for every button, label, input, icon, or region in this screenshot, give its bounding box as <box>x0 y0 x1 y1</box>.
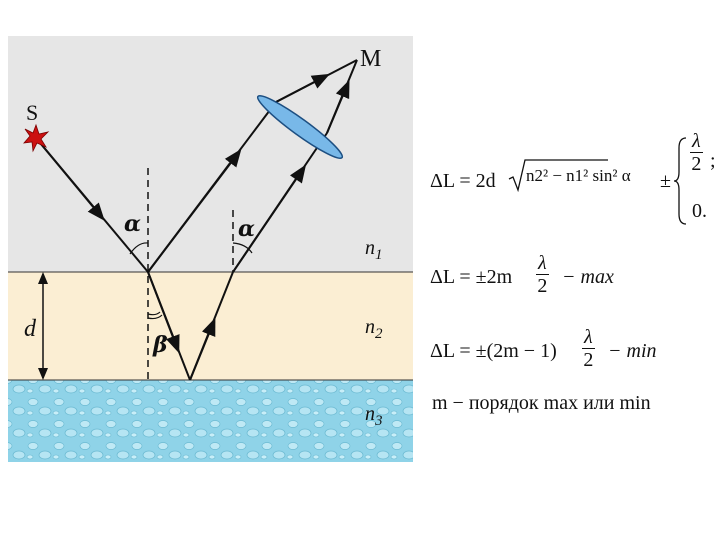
formula-min-den: 2 <box>583 349 594 371</box>
alpha-label-1: α <box>124 211 141 237</box>
formula-general-lhs: ΔL = 2d <box>430 170 496 192</box>
thickness-arrow-bottom <box>38 368 48 380</box>
case1-tail: ; <box>710 150 716 172</box>
sqrt-icon <box>508 158 608 198</box>
source-star-icon <box>23 123 50 153</box>
formula-max-den: 2 <box>537 275 548 297</box>
lens <box>256 95 344 159</box>
formula-general-pm: ± <box>660 170 671 192</box>
case1-num: λ <box>690 130 703 153</box>
formula-min-frac: λ 2 <box>582 326 595 371</box>
brace-icon <box>673 136 687 232</box>
converged-ray-1-arrow <box>275 73 330 103</box>
observer-label: M <box>360 46 381 72</box>
beta-arc <box>147 314 163 320</box>
thickness-label: d <box>24 316 37 342</box>
order-note: m − порядок max или min <box>432 392 651 414</box>
formula-max-frac: λ 2 <box>536 252 549 297</box>
formula-max-num: λ <box>536 252 549 275</box>
source-label: S <box>26 100 38 125</box>
substrate-region <box>8 380 413 462</box>
beta-label: β <box>152 332 168 358</box>
refracted-ray-down-arrow <box>147 271 180 354</box>
formula-min-tail: − min <box>608 340 657 362</box>
n2-sub: 2 <box>375 326 383 342</box>
case1-den: 2 <box>691 153 702 175</box>
formula-min-num: λ <box>582 326 595 349</box>
case2: 0. <box>692 200 707 222</box>
converged-ray-2-arrow <box>326 79 350 134</box>
reflected-ray-1-arrow <box>147 148 242 273</box>
incident-ray-arrow <box>35 137 105 221</box>
formula-general-radicand: n2² − n1² sin² α <box>526 166 631 185</box>
formula-max-tail: − max <box>562 266 614 288</box>
thickness-arrow-top <box>38 272 48 284</box>
refracted-ray-up-arrow <box>189 317 216 381</box>
air-region <box>8 36 413 272</box>
alpha-arc-2 <box>232 242 253 254</box>
beta-arc-inner <box>147 311 161 316</box>
alpha-label-2: α <box>238 216 255 242</box>
n1-sub: 1 <box>375 247 383 263</box>
formula-min-lhs: ΔL = ±(2m − 1) <box>430 340 557 362</box>
formula-max-lhs: ΔL = ±2m <box>430 266 513 288</box>
reflected-ray-2-arrow <box>232 164 307 273</box>
formula-general-case1-frac: λ 2 <box>690 130 703 175</box>
n3-sub: 3 <box>374 413 383 429</box>
